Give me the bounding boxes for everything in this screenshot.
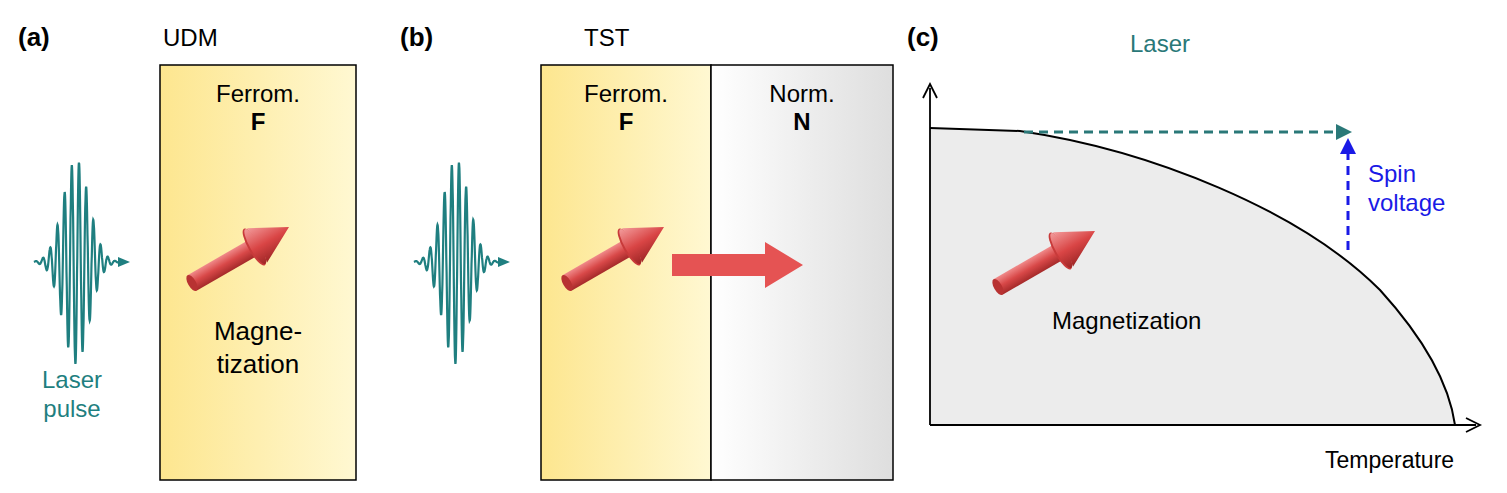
node-text: Magnetization bbox=[1052, 306, 1201, 336]
laser-wave bbox=[414, 163, 498, 364]
ferromagnet-box: Ferrom.F Magne- tization bbox=[160, 65, 356, 480]
laser-label: Laser bbox=[1130, 30, 1190, 59]
laser-arrowhead bbox=[118, 257, 130, 267]
laser-label: Laser pulse bbox=[42, 366, 102, 424]
laser-wave bbox=[34, 163, 118, 364]
spin-voltage-label: Spin voltage bbox=[1368, 160, 1445, 218]
panel-letter: (b) bbox=[400, 22, 433, 53]
panel-letter: (a) bbox=[18, 22, 50, 53]
axis-label: Temperature bbox=[1325, 447, 1454, 475]
node-text: F bbox=[545, 107, 707, 137]
node-text: Magne- tization bbox=[214, 315, 302, 380]
normal-metal-box: Norm.N bbox=[711, 65, 893, 480]
node-text: Ferrom. bbox=[164, 79, 352, 109]
node-text: Norm. bbox=[715, 79, 889, 109]
node-text: F bbox=[164, 107, 352, 137]
panel-title: UDM bbox=[163, 24, 218, 53]
node-text: N bbox=[715, 107, 889, 137]
panel-letter: (c) bbox=[907, 22, 939, 53]
panel-title: TST bbox=[584, 24, 629, 53]
laser-arrowhead bbox=[498, 257, 510, 267]
node-text: Ferrom. bbox=[545, 79, 707, 109]
ferromagnet-box: Ferrom.F bbox=[541, 65, 711, 480]
